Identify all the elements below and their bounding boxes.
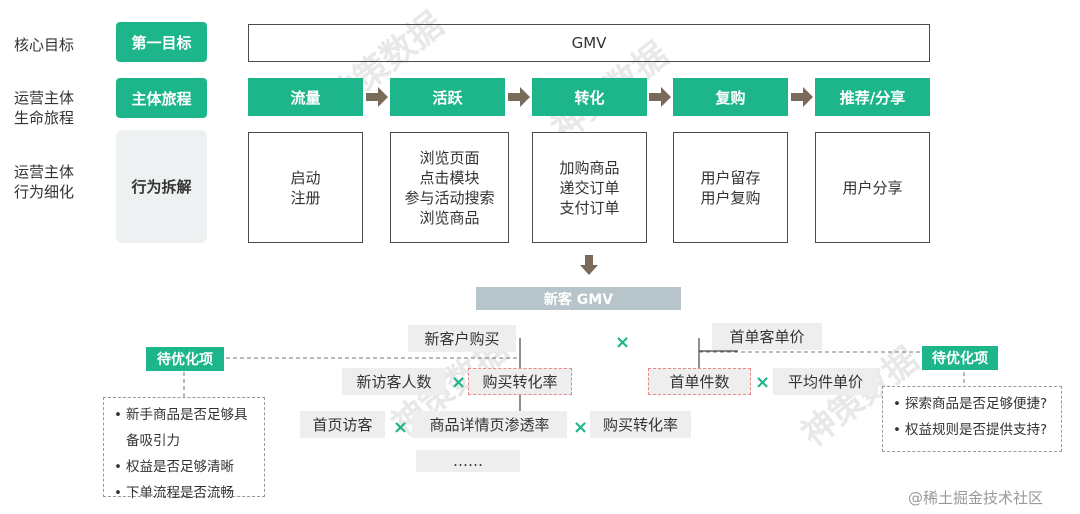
new-gmv-bar: 新客 GMV bbox=[476, 287, 681, 310]
behavior-item: 用户复购 bbox=[700, 188, 761, 207]
row-label-line: 行为细化 bbox=[14, 183, 75, 201]
note-item: 权益规则是否提供支持? bbox=[893, 417, 1051, 443]
right-optimize-note: 探索商品是否足够便捷? 权益规则是否提供支持? bbox=[882, 386, 1062, 452]
node-avg-item-price: 平均件单价 bbox=[773, 368, 878, 395]
node-first-order-price: 首单客单价 bbox=[712, 323, 822, 350]
behavior-repurchase: 用户留存 用户复购 bbox=[673, 132, 788, 243]
behavior-convert: 加购商品 递交订单 支付订单 bbox=[532, 132, 647, 243]
behavior-active: 浏览页面 点击模块 参与活动搜索 浏览商品 bbox=[390, 132, 509, 243]
behavior-box: 行为拆解 bbox=[116, 130, 207, 243]
note-item: 新手商品是否足够具 bbox=[114, 402, 254, 428]
row-label-line: 生命旅程 bbox=[14, 109, 75, 127]
stage-share: 推荐/分享 bbox=[815, 78, 930, 116]
multiply-icon: × bbox=[573, 417, 589, 438]
arrow-right-icon bbox=[366, 87, 388, 107]
node-more: …… bbox=[416, 450, 520, 472]
left-optimize-tag: 待优化项 bbox=[146, 347, 224, 371]
behavior-share: 用户分享 bbox=[815, 132, 930, 243]
behavior-item: 用户留存 bbox=[700, 168, 761, 187]
note-item: 权益是否足够清晰 bbox=[114, 454, 254, 480]
node-buy-conversion-2: 购买转化率 bbox=[590, 411, 691, 438]
note-item: 探索商品是否足够便捷? bbox=[893, 391, 1051, 417]
stage-traffic: 流量 bbox=[248, 78, 363, 116]
behavior-item: 递交订单 bbox=[559, 178, 620, 197]
note-item-cont: 备吸引力 bbox=[126, 433, 180, 449]
node-home-visitors: 首页访客 bbox=[300, 411, 385, 438]
multiply-icon: × bbox=[615, 332, 631, 353]
row-label-line: 运营主体 bbox=[14, 163, 75, 181]
row-label-line: 运营主体 bbox=[14, 89, 75, 107]
behavior-item: 点击模块 bbox=[419, 168, 480, 187]
behavior-item: 加购商品 bbox=[559, 158, 620, 177]
row-label-goal: 核心目标 bbox=[14, 36, 75, 54]
behavior-item: 浏览商品 bbox=[419, 208, 480, 227]
arrow-down-icon bbox=[580, 255, 598, 275]
right-optimize-tag: 待优化项 bbox=[922, 346, 998, 370]
note-item: 下单流程是否流畅 bbox=[114, 480, 254, 506]
behavior-item: 参与活动搜索 bbox=[404, 188, 495, 207]
node-detail-page-rate: 商品详情页渗透率 bbox=[412, 411, 567, 438]
multiply-icon: × bbox=[451, 372, 467, 393]
left-optimize-note: 新手商品是否足够具 备吸引力 权益是否足够清晰 下单流程是否流畅 bbox=[103, 397, 265, 506]
node-new-visitors: 新访客人数 bbox=[342, 368, 446, 395]
row-label-journey: 运营主体 生命旅程 bbox=[14, 88, 74, 128]
stage-convert: 转化 bbox=[532, 78, 647, 116]
multiply-icon: × bbox=[393, 417, 409, 438]
behavior-item: 浏览页面 bbox=[419, 148, 480, 167]
node-first-order-items: 首单件数 bbox=[648, 368, 751, 395]
gmv-bar: GMV bbox=[248, 24, 930, 62]
arrow-right-icon bbox=[791, 87, 813, 107]
node-new-customer-buy: 新客户购买 bbox=[408, 325, 516, 352]
journey-box: 主体旅程 bbox=[116, 78, 207, 118]
footer-credit: @稀土掘金技术社区 bbox=[908, 489, 1044, 507]
first-goal-box: 第一目标 bbox=[116, 22, 207, 62]
multiply-icon: × bbox=[755, 372, 771, 393]
behavior-item: 支付订单 bbox=[559, 198, 620, 217]
node-buy-conversion: 购买转化率 bbox=[468, 368, 572, 395]
behavior-traffic: 启动 注册 bbox=[248, 132, 363, 243]
behavior-item: 用户分享 bbox=[842, 178, 903, 197]
stage-repurchase: 复购 bbox=[673, 78, 788, 116]
behavior-item: 启动 bbox=[290, 168, 321, 187]
behavior-item: 注册 bbox=[290, 188, 321, 207]
stage-active: 活跃 bbox=[390, 78, 505, 116]
row-label-behavior: 运营主体 行为细化 bbox=[14, 162, 74, 202]
arrow-right-icon bbox=[508, 87, 530, 107]
arrow-right-icon bbox=[649, 87, 671, 107]
